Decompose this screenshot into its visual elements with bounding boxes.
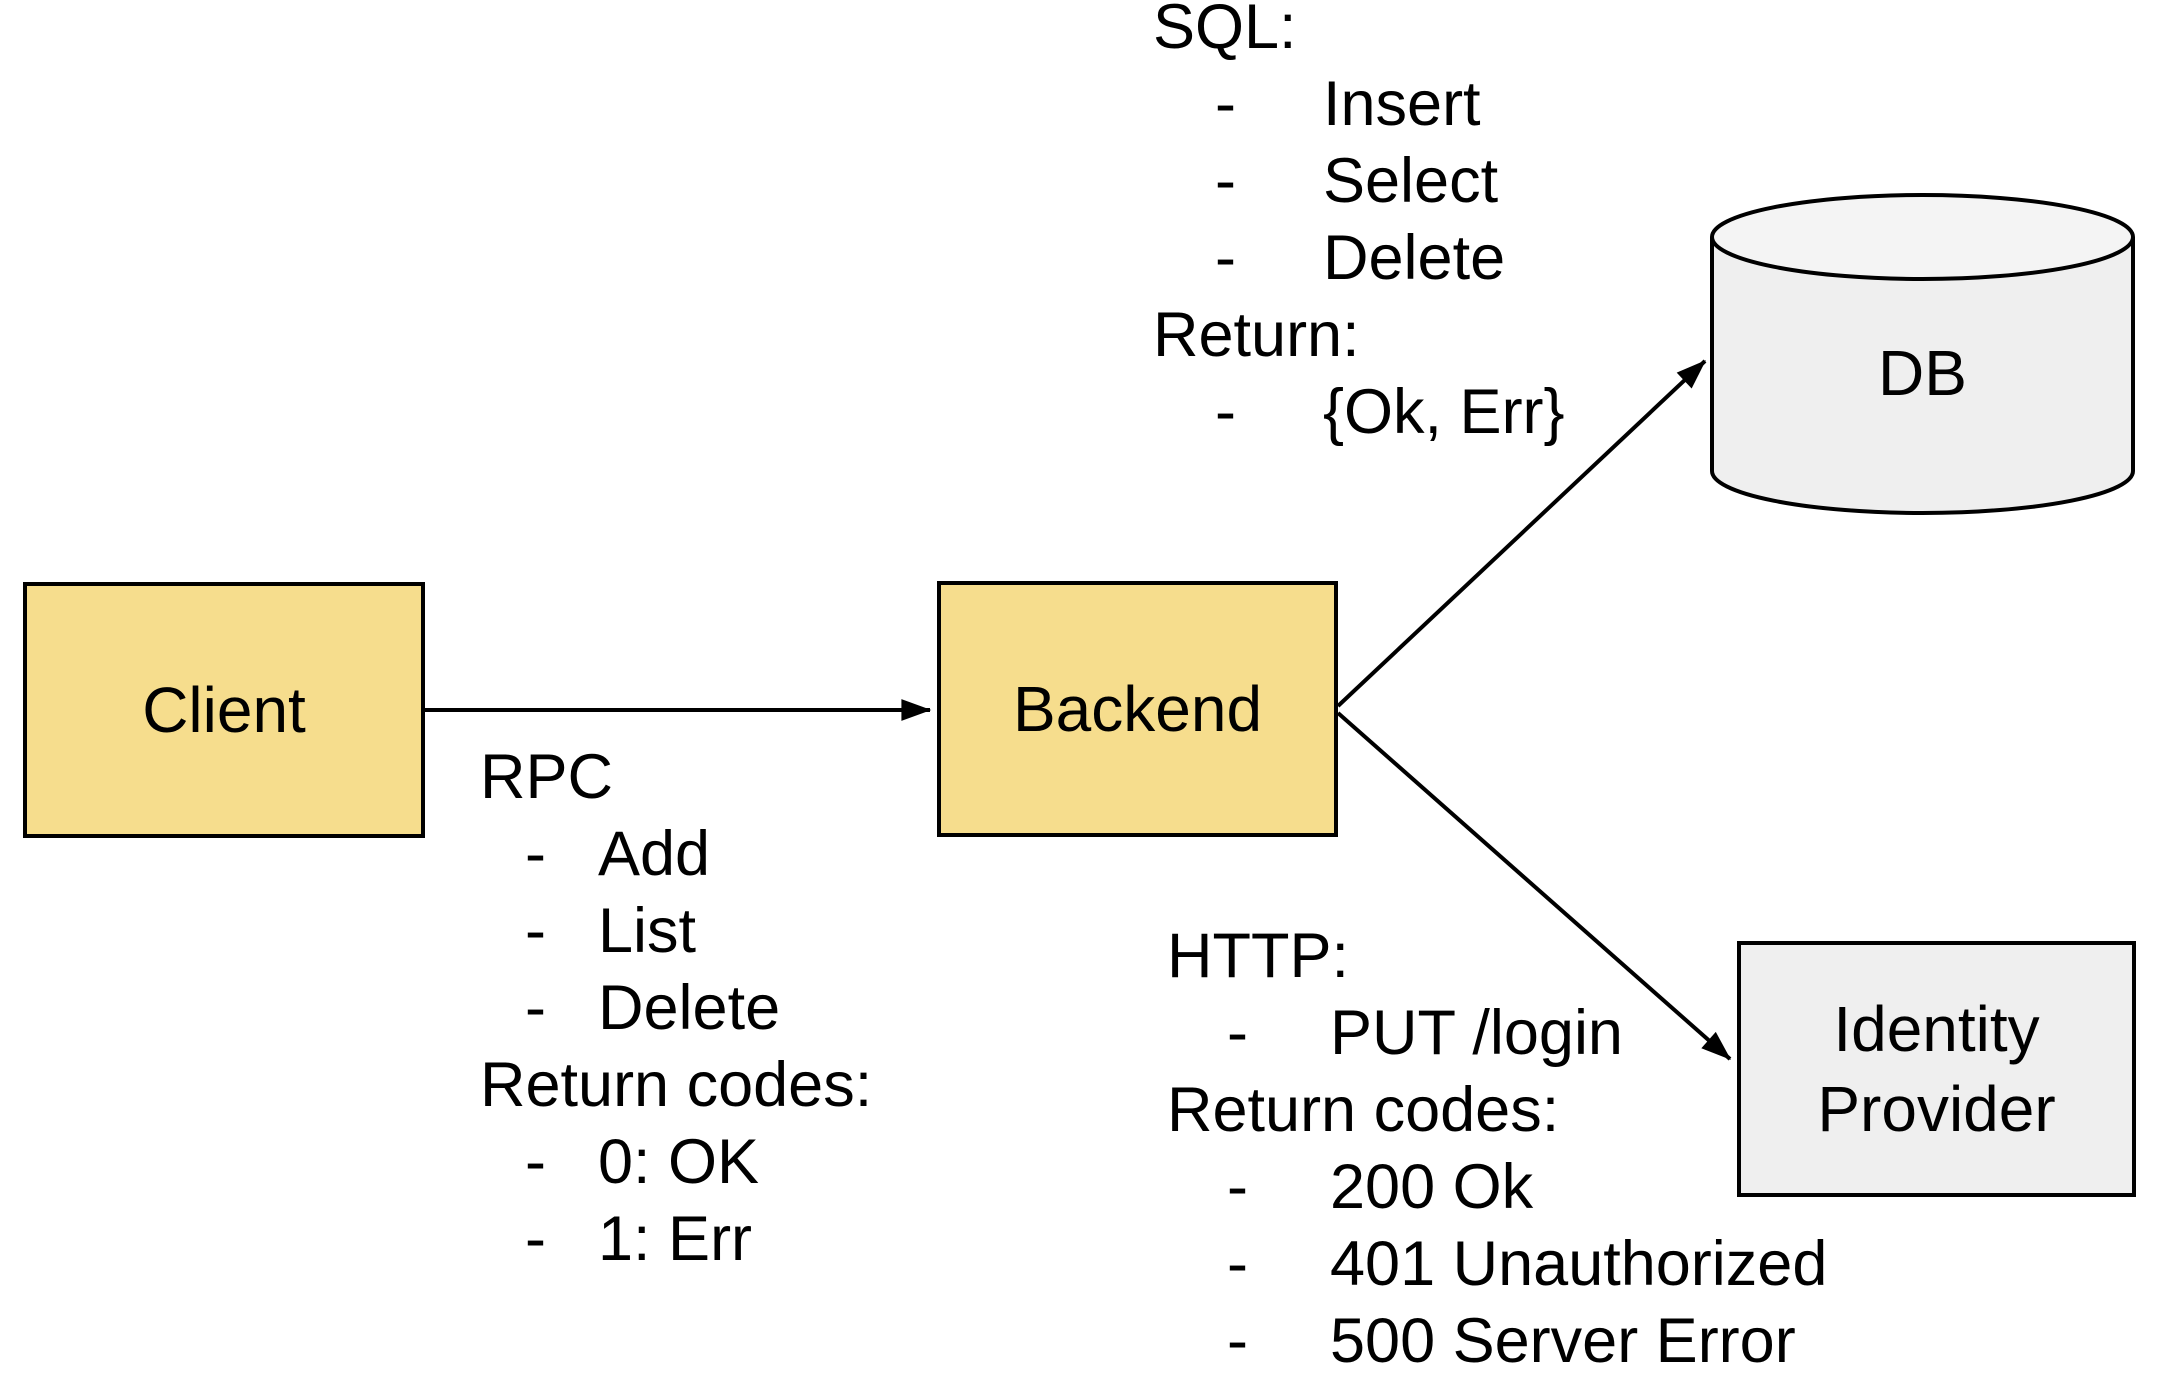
http-bullet-put-login: - PUT /login <box>1167 995 1827 1072</box>
sql-bullet-delete-text: Delete <box>1323 223 1506 293</box>
annotation-rpc: RPC -Add -List -Delete Return codes: -0:… <box>480 739 872 1278</box>
rpc-bullet-0-ok-text: 0: OK <box>598 1127 760 1197</box>
rpc-return-codes-heading: Return codes: <box>480 1050 873 1120</box>
http-bullet-200-ok-text: 200 Ok <box>1330 1152 1534 1222</box>
bullet-dash: - <box>1215 377 1236 447</box>
http-heading: HTTP: <box>1167 921 1349 991</box>
bullet-dash: - <box>1227 998 1248 1068</box>
sql-bullet-insert-text: Insert <box>1323 69 1481 139</box>
sql-bullet-select-text: Select <box>1323 146 1499 216</box>
http-return-codes-heading: Return codes: <box>1167 1075 1560 1145</box>
bullet-dash: - <box>1215 223 1236 293</box>
bullet-dash: - <box>1215 146 1236 216</box>
rpc-bullet-add: -Add <box>480 816 872 893</box>
http-bullet-200-ok: - 200 Ok <box>1167 1149 1827 1226</box>
db-cylinder <box>1710 193 2135 515</box>
rpc-bullet-0-ok: -0: OK <box>480 1124 872 1201</box>
bullet-dash: - <box>1227 1306 1248 1376</box>
bullet-dash: - <box>1227 1229 1248 1299</box>
annotation-http: HTTP: -PUT /login Return codes: -200 Ok … <box>1167 918 1827 1380</box>
node-db: DB <box>1710 313 2135 433</box>
bullet-dash: - <box>525 896 546 966</box>
bullet-dash: - <box>525 1127 546 1197</box>
node-identity-provider-label-line2: Provider <box>1817 1073 2056 1145</box>
bullet-dash: - <box>1227 1152 1248 1222</box>
node-client-label: Client <box>142 674 306 746</box>
rpc-bullet-1-err-text: 1: Err <box>598 1204 753 1274</box>
sql-bullet-delete: - Delete <box>1153 220 1565 297</box>
http-bullet-500-server-error-text: 500 Server Error <box>1330 1306 1796 1376</box>
node-backend-label: Backend <box>1012 673 1263 745</box>
sql-bullet-ok-err: - {Ok, Err} <box>1153 374 1565 451</box>
rpc-heading: RPC <box>480 742 614 812</box>
rpc-bullet-list-text: List <box>598 896 697 966</box>
rpc-bullet-1-err: -1: Err <box>480 1201 872 1278</box>
bullet-dash: - <box>525 819 546 889</box>
http-bullet-put-login-text: PUT /login <box>1330 998 1623 1068</box>
sql-heading: SQL: <box>1153 0 1297 62</box>
node-identity-provider: Identity Provider <box>1737 941 2136 1197</box>
node-identity-provider-label-line1: Identity <box>1833 993 2040 1065</box>
rpc-bullet-delete-text: Delete <box>598 973 781 1043</box>
sql-bullet-ok-err-text: {Ok, Err} <box>1323 377 1565 447</box>
sql-bullet-select: - Select <box>1153 143 1565 220</box>
db-cylinder-body <box>1710 237 2135 515</box>
node-backend: Backend <box>937 581 1338 837</box>
bullet-dash: - <box>525 973 546 1043</box>
http-bullet-500-server-error: - 500 Server Error <box>1167 1303 1827 1380</box>
http-bullet-401-unauthorized-text: 401 Unauthorized <box>1330 1229 1828 1299</box>
node-client: Client <box>23 582 425 838</box>
rpc-bullet-delete: -Delete <box>480 970 872 1047</box>
edge-backend-db <box>1336 359 1707 708</box>
bullet-dash: - <box>1215 69 1236 139</box>
bullet-dash: - <box>525 1204 546 1274</box>
rpc-bullet-add-text: Add <box>598 819 711 889</box>
node-db-label: DB <box>1878 337 1967 409</box>
http-bullet-401-unauthorized: - 401 Unauthorized <box>1167 1226 1827 1303</box>
sql-bullet-insert: - Insert <box>1153 66 1565 143</box>
db-cylinder-top <box>1710 193 2135 281</box>
annotation-sql: SQL: - Insert - Select - Delete Return: - {O… <box>1153 0 1565 451</box>
edge-backend-identity-provider <box>1336 711 1732 1061</box>
rpc-bullet-list: -List <box>480 893 872 970</box>
sql-return-heading: Return: <box>1153 300 1360 370</box>
